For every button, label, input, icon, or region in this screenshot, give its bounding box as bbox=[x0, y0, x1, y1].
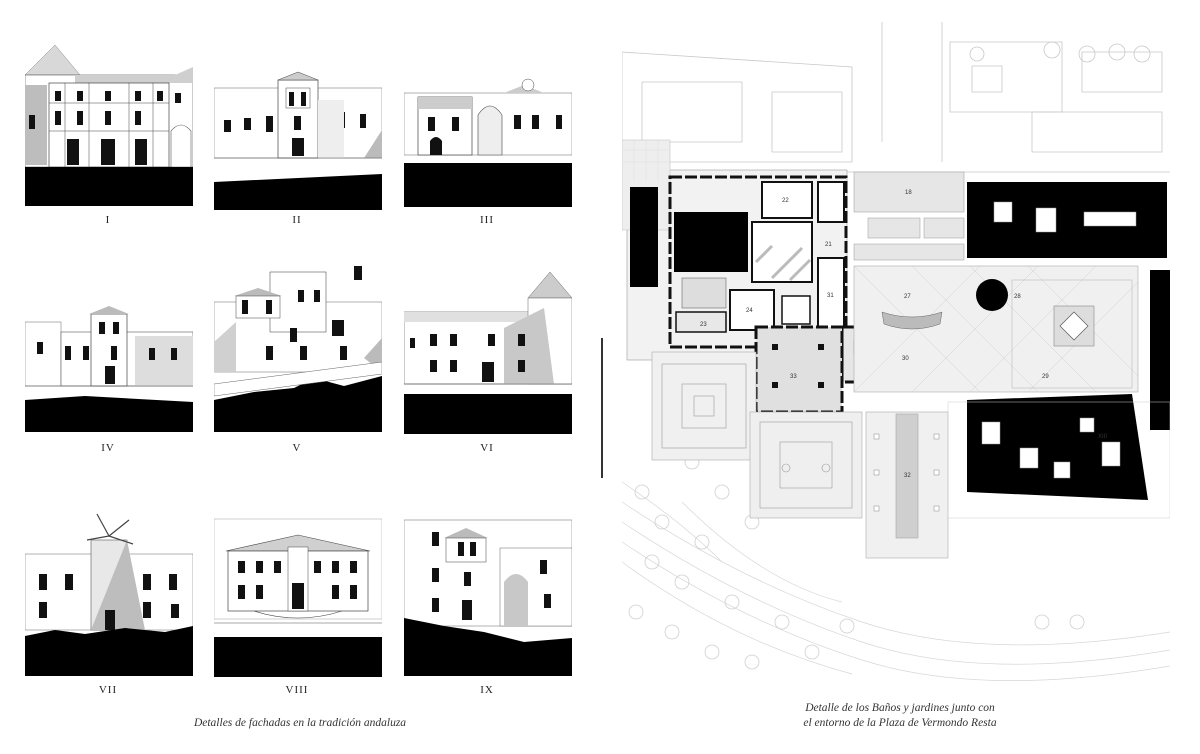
facade-label-3: III bbox=[480, 214, 494, 226]
plan-number-22: 22 bbox=[782, 198, 789, 204]
facade-label-8: VIII bbox=[285, 684, 309, 696]
plan-number-33: 33 bbox=[790, 374, 797, 380]
facade-drawing-5 bbox=[214, 266, 382, 432]
facades-caption: Detalles de fachadas en la tradición and… bbox=[193, 717, 407, 729]
plan-number-31: 31 bbox=[827, 293, 834, 299]
facade-label-4: IV bbox=[101, 442, 115, 454]
plan-number-28: 28 bbox=[1014, 294, 1021, 300]
plan-number-21: 21 bbox=[825, 242, 832, 248]
facade-drawing-6 bbox=[404, 271, 572, 434]
facade-label-2: II bbox=[292, 214, 302, 226]
plan-number-30: 30 bbox=[902, 356, 909, 362]
plan-number-27: 27 bbox=[904, 294, 911, 300]
plan-number-29: 29 bbox=[1042, 374, 1049, 380]
facade-drawing-1 bbox=[25, 45, 193, 206]
facade-drawing-7 bbox=[25, 513, 193, 676]
plan-caption-line-1: Detalle de los Baños y jardines junto co… bbox=[805, 702, 995, 714]
facade-drawing-2 bbox=[214, 71, 382, 210]
facade-label-5: V bbox=[292, 442, 302, 454]
facade-label-7: VII bbox=[98, 684, 118, 696]
facade-label-9: IX bbox=[480, 684, 494, 696]
plan-number-23: 23 bbox=[700, 322, 707, 328]
site-plan: 18 22 21 23 24 27 28 29 30 31 32 33 XIII bbox=[622, 22, 1170, 681]
facade-drawing-3 bbox=[404, 78, 572, 207]
plan-number-24: 24 bbox=[746, 308, 753, 314]
plan-number-32: 32 bbox=[904, 473, 911, 479]
page-divider bbox=[601, 338, 603, 478]
facade-label-6: VI bbox=[480, 442, 494, 454]
plan-number-18: 18 bbox=[905, 190, 912, 196]
facade-label-1: I bbox=[105, 214, 111, 226]
facade-drawing-8 bbox=[214, 518, 382, 677]
facade-drawing-9 bbox=[404, 519, 572, 676]
facade-drawing-4 bbox=[25, 306, 193, 432]
plan-caption: Detalle de los Baños y jardines junto co… bbox=[770, 701, 1030, 731]
plan-number-xiii: XIII bbox=[1098, 434, 1107, 440]
plan-caption-line-2: el entorno de la Plaza de Vermondo Resta bbox=[803, 717, 997, 729]
